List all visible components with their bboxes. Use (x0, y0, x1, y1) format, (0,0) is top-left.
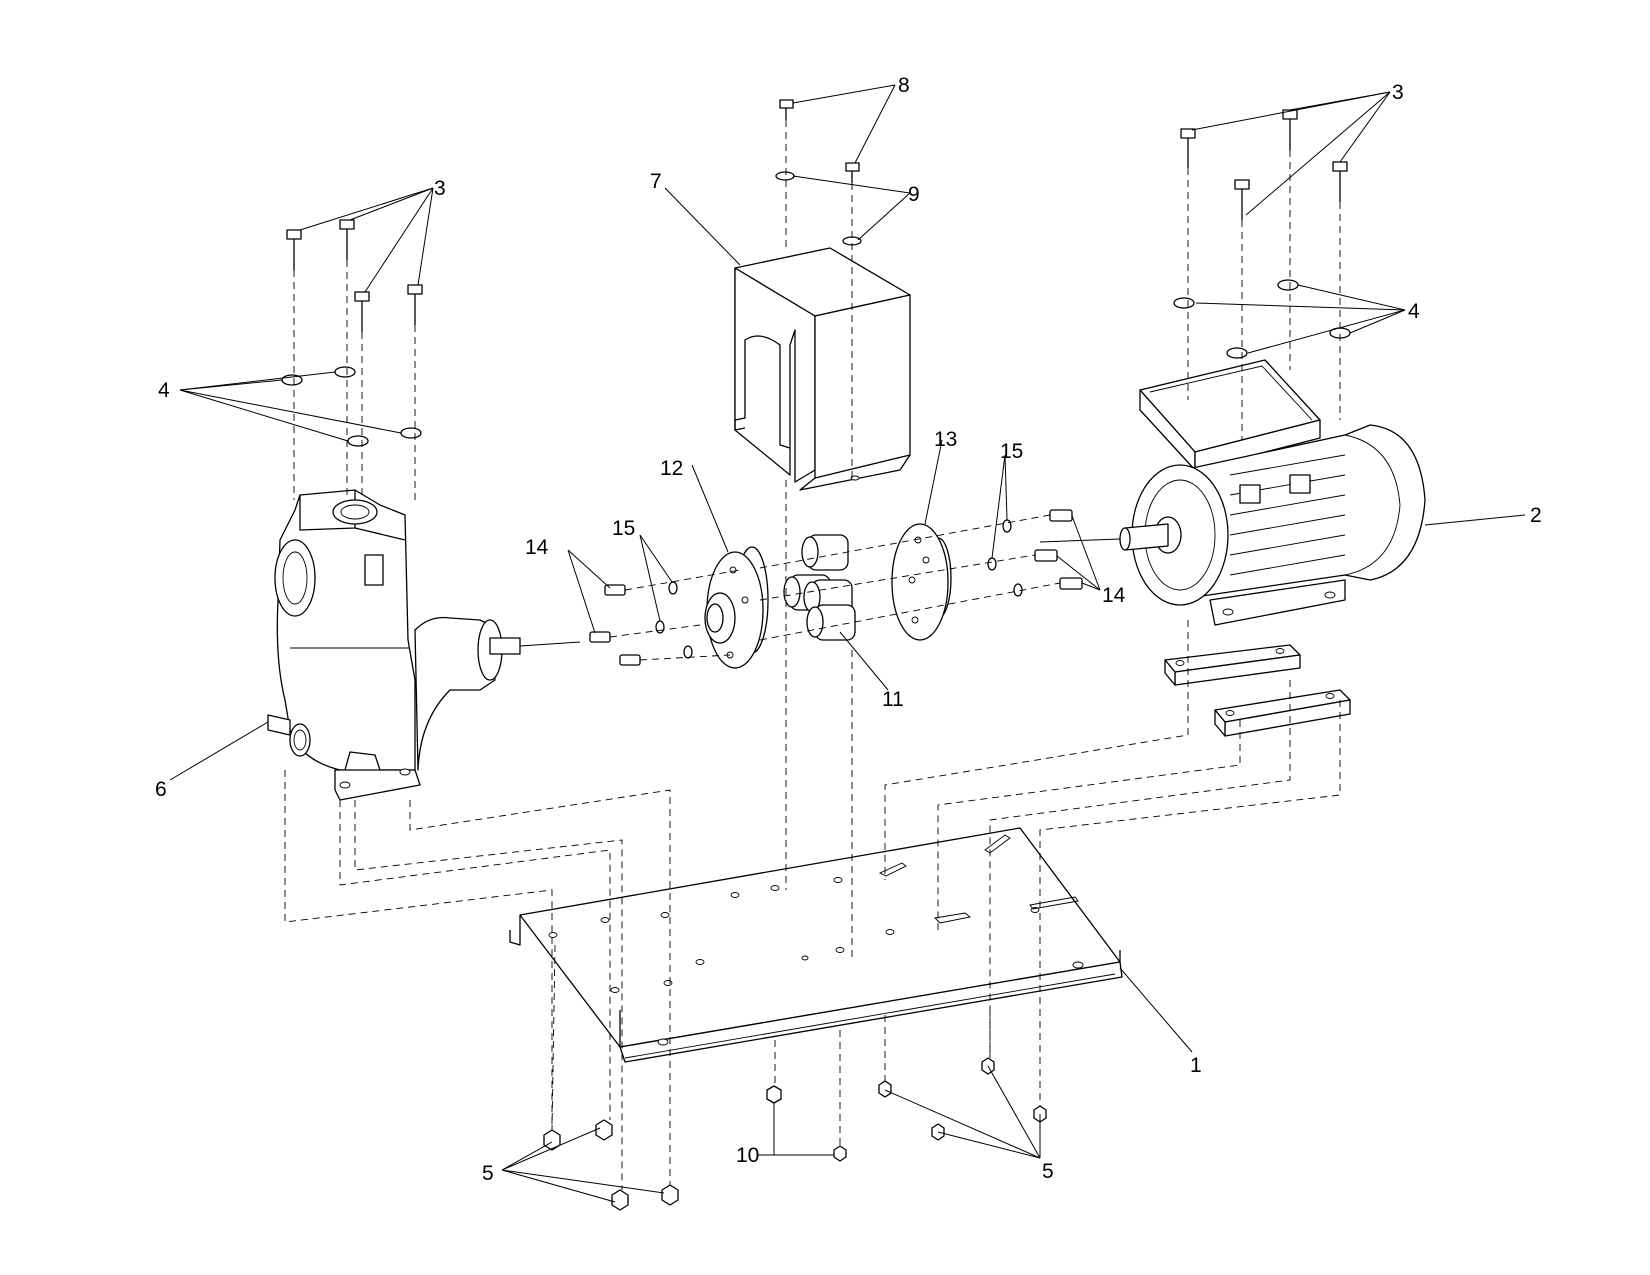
pump-washers (281, 366, 422, 447)
coupling-half-motor (891, 523, 952, 641)
base-plate-holes (548, 834, 1084, 1046)
coupling-rubber-inserts (783, 534, 856, 641)
base-plate (509, 827, 1123, 1063)
callout-14-right: 14 (1102, 584, 1126, 607)
electric-motor (1039, 359, 1426, 626)
alignment-dashes (284, 120, 1341, 1190)
guard-nuts (766, 1085, 847, 1162)
callout-8: 8 (898, 74, 910, 97)
callout-12: 12 (660, 457, 683, 480)
callout-14-left: 14 (525, 536, 549, 559)
callout-3-left: 3 (434, 177, 446, 200)
coupling-half-pump (704, 546, 769, 669)
callout-9: 9 (908, 183, 920, 206)
callout-15-right: 15 (1000, 440, 1023, 463)
motor-spacer-bars (1164, 644, 1351, 737)
callout-labels: 1 2 3 3 4 4 5 5 6 7 8 9 10 11 12 13 14 1… (155, 74, 1542, 1185)
motor-washers (1173, 279, 1351, 359)
callout-5-left: 5 (482, 1162, 494, 1185)
pump-body (267, 489, 581, 801)
callout-2: 2 (1530, 504, 1542, 527)
pump-mounting-bolts (286, 219, 423, 332)
motor-mounting-bolts (1180, 109, 1348, 220)
base-nuts (543, 1057, 1047, 1211)
callout-3-right: 3 (1392, 81, 1404, 104)
leader-lines (169, 84, 1526, 1203)
callout-4-right: 4 (1408, 300, 1420, 323)
callout-11: 11 (882, 688, 904, 711)
callout-10: 10 (736, 1144, 759, 1167)
guard-washers (775, 171, 862, 246)
callout-15-left: 15 (612, 517, 635, 540)
callout-4-left: 4 (158, 379, 170, 402)
callout-5-right: 5 (1042, 1160, 1054, 1183)
callout-6: 6 (155, 778, 167, 801)
guard-bolts (779, 99, 860, 183)
callout-1: 1 (1190, 1054, 1202, 1077)
callout-7: 7 (650, 170, 662, 193)
callout-13: 13 (934, 428, 957, 451)
coupling-guard (734, 247, 911, 491)
